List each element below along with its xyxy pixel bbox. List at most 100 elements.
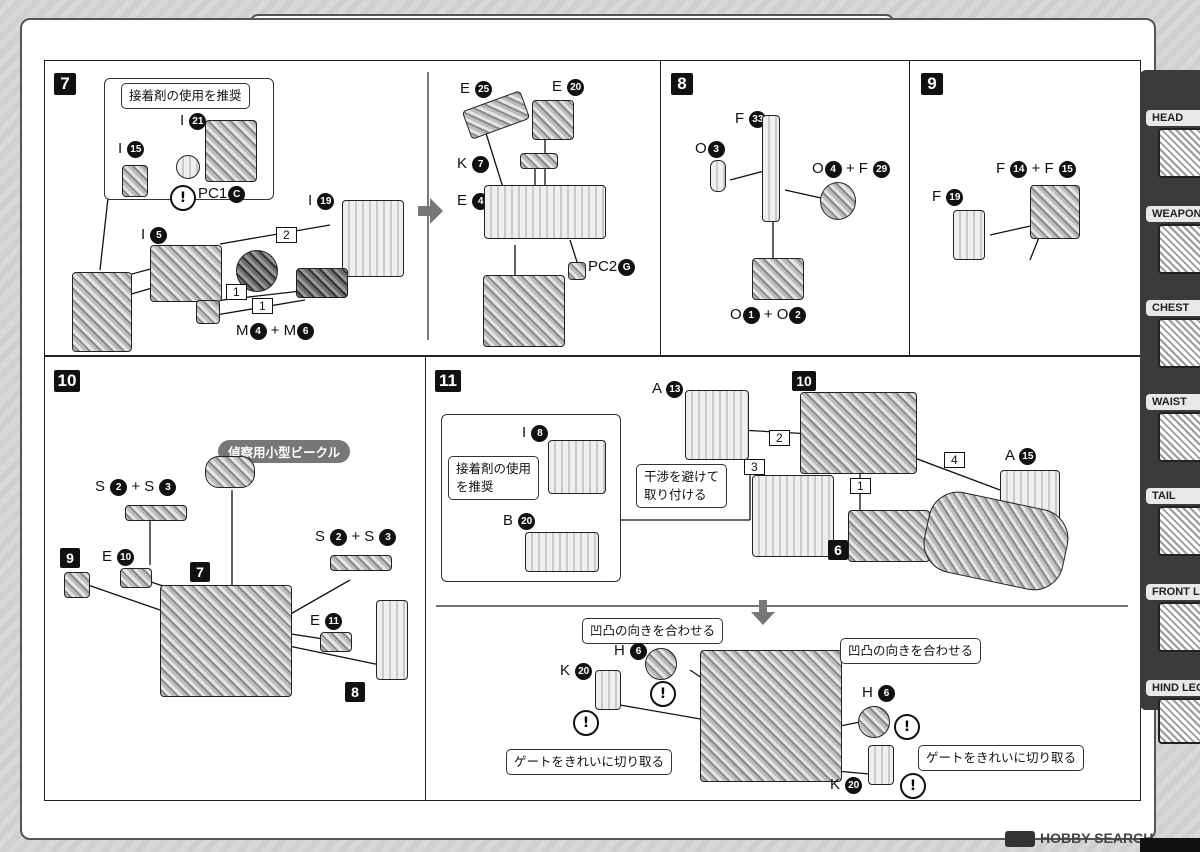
- align-note-right: 凹凸の向きを合わせる: [840, 638, 982, 664]
- side-tab-tail[interactable]: TAIL: [1146, 488, 1200, 504]
- part-E11: [320, 632, 352, 652]
- side-tab-hind-leg[interactable]: HIND LEG: [1146, 680, 1200, 696]
- label-H6-right: H 6: [862, 684, 896, 702]
- side-tab-hind-leg-icon: [1158, 698, 1200, 744]
- warning-icon-5: !: [900, 773, 926, 799]
- label-E25: E 25: [460, 80, 493, 98]
- scout-vehicle-label: 偵察用小型ビークル: [218, 440, 351, 463]
- part-base-assembly: [483, 275, 565, 347]
- ref-step-6-badge: 6: [828, 540, 848, 560]
- part-scout-vehicle: [205, 456, 255, 488]
- part-E4-plate: [484, 185, 606, 239]
- side-tab-head-icon: [1158, 128, 1200, 178]
- part-final-assembly: [700, 650, 842, 782]
- order-mark-1b: 1: [252, 298, 273, 314]
- part-E10: [120, 568, 152, 588]
- label-K20-left: K 20: [560, 662, 593, 680]
- panel-step-10: [44, 356, 426, 801]
- label-E11: E 11: [310, 612, 343, 630]
- step-10-badge: 10: [54, 370, 80, 392]
- order-mark-1-s11: 1: [850, 478, 871, 494]
- part-small-cap: [196, 300, 220, 324]
- warning-icon-4: !: [894, 714, 920, 740]
- glue-recommended-note-2: 接着剤の使用 を推奨: [448, 456, 540, 500]
- part-I8: [548, 440, 606, 494]
- step-11-badge: 11: [435, 370, 461, 392]
- label-K20-right: K 20: [830, 776, 863, 794]
- part-ref6-leg: [848, 510, 930, 562]
- part-joint-a: [236, 250, 278, 292]
- part-H6-left: [645, 648, 677, 680]
- watermark-logo-icon: [1005, 831, 1035, 847]
- label-S2-S3-right: S 2 + S 3: [315, 528, 397, 546]
- side-tab-waist-icon: [1158, 412, 1200, 462]
- part-O-body: [752, 258, 804, 300]
- align-note-left: 凹凸の向きを合わせる: [582, 618, 724, 644]
- step-8-badge: 8: [671, 73, 693, 95]
- label-I5: I 5: [141, 226, 168, 244]
- avoid-interference-note: 干渉を避けて 取り付ける: [636, 464, 728, 508]
- warning-icon-3: !: [573, 710, 599, 736]
- order-mark-1a: 1: [226, 284, 247, 300]
- panel-step-9: [909, 60, 1141, 356]
- label-F19: F 19: [932, 188, 964, 206]
- part-ref8: [376, 600, 408, 680]
- part-PC2: [568, 262, 586, 280]
- side-tab-tail-icon: [1158, 506, 1200, 556]
- step-9-badge: 9: [921, 73, 943, 95]
- side-tab-chest[interactable]: CHEST: [1146, 300, 1200, 316]
- label-E20: E 20: [552, 78, 585, 96]
- part-side-block: [72, 272, 132, 352]
- side-tab-front-leg[interactable]: FRONT LEG: [1146, 584, 1200, 600]
- part-H6-right: [858, 706, 890, 738]
- glue-recommended-note: 接着剤の使用を推奨: [121, 83, 250, 109]
- order-mark-2: 2: [276, 227, 297, 243]
- step-7-badge: 7: [54, 73, 76, 95]
- label-I21: I 21: [180, 112, 207, 130]
- label-I19: I 19: [308, 192, 335, 210]
- label-I15: I 15: [118, 140, 145, 158]
- part-F14-F15: [1030, 185, 1080, 239]
- part-K20-left: [595, 670, 621, 710]
- side-tab-chest-icon: [1158, 318, 1200, 368]
- order-mark-3: 3: [744, 459, 765, 475]
- side-tab-head[interactable]: HEAD: [1146, 110, 1200, 126]
- part-S-left: [125, 505, 187, 521]
- label-F14-F15: F 14 + F 15: [996, 160, 1076, 178]
- label-B20: B 20: [503, 512, 536, 530]
- part-F33-arm: [762, 115, 780, 222]
- part-I5-frame: [150, 245, 222, 302]
- warning-icon-2: !: [650, 681, 676, 707]
- label-A13: A 13: [652, 380, 684, 398]
- order-mark-4: 4: [944, 452, 965, 468]
- part-assembled-shell: [752, 475, 834, 557]
- ref-step-9-badge: 9: [60, 548, 80, 568]
- part-E20: [532, 100, 574, 140]
- label-I8: I 8: [522, 424, 549, 442]
- cut-gate-note-right: ゲートをきれいに切り取る: [918, 745, 1085, 771]
- part-K7: [520, 153, 558, 169]
- label-E10: E 10: [102, 548, 135, 566]
- part-S-right: [330, 555, 392, 571]
- cut-gate-note-left: ゲートをきれいに切り取る: [506, 749, 673, 775]
- label-H6-left: H 6: [614, 642, 648, 660]
- panel-step-8: [660, 60, 910, 356]
- part-I15: [122, 165, 148, 197]
- page-number-bar: [1140, 838, 1200, 852]
- side-tab-weapon[interactable]: WEAPON: [1146, 206, 1200, 222]
- part-PC1: [176, 155, 200, 179]
- part-O3: [710, 160, 726, 192]
- part-joint-b: [296, 268, 348, 298]
- ref-step-8-badge: 8: [345, 682, 365, 702]
- side-tab-waist[interactable]: WAIST: [1146, 394, 1200, 410]
- order-mark-2-s11: 2: [769, 430, 790, 446]
- part-B20: [525, 532, 599, 572]
- ref-step-7-badge: 7: [190, 562, 210, 582]
